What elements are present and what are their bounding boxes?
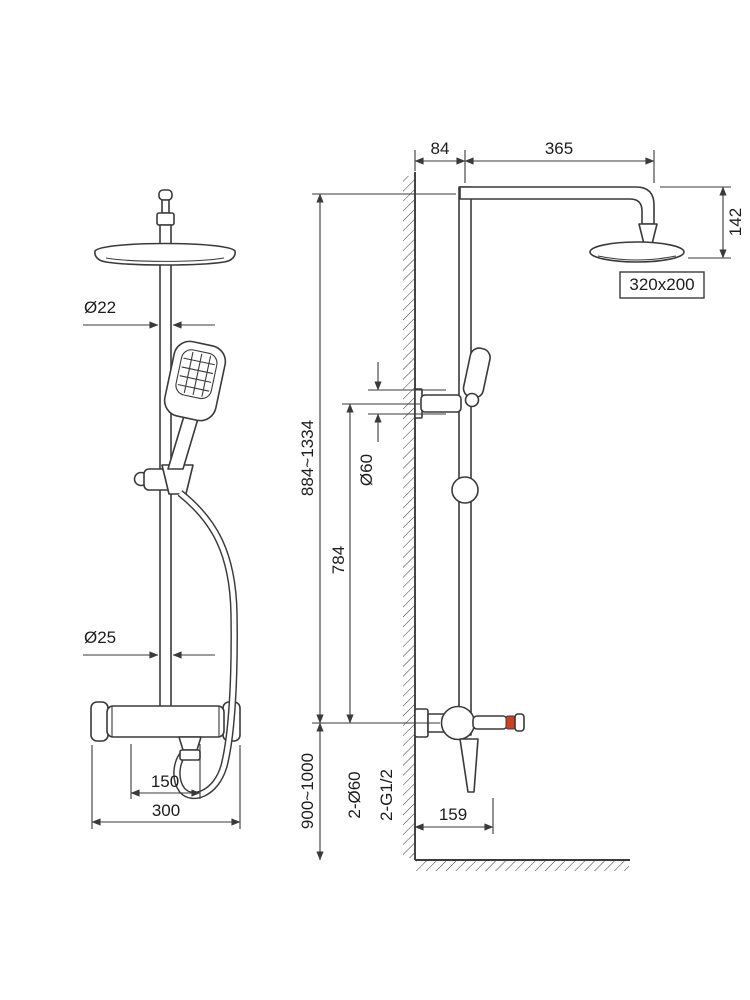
dim-connection-thread: 2-G1/2	[377, 769, 396, 821]
spout	[459, 738, 479, 793]
slider-joint	[451, 476, 479, 504]
slider-holder	[133, 464, 194, 495]
mixer-valve-side	[414, 705, 525, 793]
riser-pipe-side	[458, 186, 472, 736]
overhead-shower-front	[94, 242, 236, 266]
dim-head-size: 320x200	[629, 275, 694, 294]
dim-column-length: 784	[329, 546, 348, 574]
overhead-shower-side	[589, 241, 685, 263]
mixer-lever	[472, 715, 508, 730]
side-dimensions: 84 365 142 320x200 884~1334 784 Ø	[298, 139, 745, 861]
mixer-body	[106, 705, 225, 738]
wall-bracket	[414, 388, 462, 419]
wall-hatching	[403, 176, 415, 858]
front-view: Ø22 Ø25 150 300	[83, 189, 241, 829]
front-dimensions: Ø22 Ø25 150 300	[83, 298, 241, 829]
head-size-box	[619, 271, 705, 299]
mixer-body-side	[440, 705, 476, 741]
dim-escutcheon-spec: 2-Ø60	[345, 771, 364, 818]
hand-shower-front	[163, 340, 227, 422]
hose-outlet	[178, 736, 202, 761]
top-finial	[156, 189, 175, 226]
dim-arm-reach: 365	[545, 139, 573, 158]
dim-mixer-width: 300	[152, 801, 180, 820]
dim-spout-reach: 159	[439, 805, 467, 824]
dim-head-drop: 142	[726, 208, 745, 236]
hand-shower-holder-knob	[464, 392, 480, 408]
dim-lower-pipe-diameter: Ø25	[84, 628, 116, 647]
dim-inlet-spacing: 150	[151, 772, 179, 791]
temperature-indicator	[505, 715, 516, 730]
dim-upper-pipe-diameter: Ø22	[84, 298, 116, 317]
side-view: 84 365 142 320x200 884~1334 784 Ø	[298, 139, 745, 871]
shower-arm	[459, 186, 655, 225]
dim-column-height-range: 884~1334	[298, 420, 317, 496]
dim-wall-to-column: 84	[431, 139, 450, 158]
floor-hatching	[416, 861, 629, 871]
lever-end-cap	[514, 713, 525, 732]
mixer-left-handle	[90, 701, 109, 742]
dim-install-height-range: 900~1000	[298, 753, 317, 829]
head-joint	[638, 223, 658, 245]
dim-bracket-diameter: Ø60	[357, 454, 376, 486]
mixer-valve-front	[90, 701, 241, 742]
